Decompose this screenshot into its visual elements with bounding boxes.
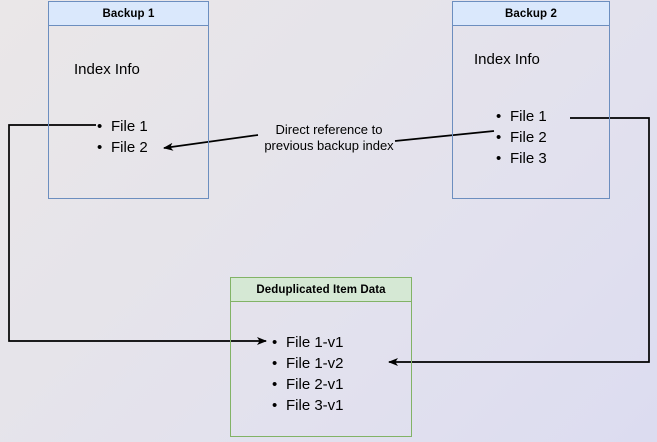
- list-item: File 2-v1: [272, 374, 344, 395]
- list-item: File 1: [496, 106, 547, 127]
- deduplicated-item-data-header[interactable]: Deduplicated Item Data: [230, 277, 412, 302]
- direct-reference-label: Direct reference to previous backup inde…: [264, 122, 394, 153]
- backup2-header[interactable]: Backup 2: [452, 1, 610, 26]
- list-item: File 1-v1: [272, 332, 344, 353]
- backup1-header[interactable]: Backup 1: [48, 1, 209, 26]
- backup2-item-list: File 1 File 2 File 3: [496, 106, 547, 169]
- list-item: File 1-v2: [272, 353, 344, 374]
- backup2-box[interactable]: [452, 1, 610, 199]
- backup1-item-list: File 1 File 2: [97, 116, 148, 158]
- list-item: File 3: [496, 148, 547, 169]
- backup2-subtitle: Index Info: [474, 51, 540, 68]
- list-item: File 2: [97, 137, 148, 158]
- list-item: File 1: [97, 116, 148, 137]
- backup1-subtitle: Index Info: [74, 61, 140, 78]
- list-item: File 2: [496, 127, 547, 148]
- backup1-box[interactable]: [48, 1, 209, 199]
- list-item: File 3-v1: [272, 395, 344, 416]
- deduplicated-item-list: File 1-v1 File 1-v2 File 2-v1 File 3-v1: [272, 332, 344, 416]
